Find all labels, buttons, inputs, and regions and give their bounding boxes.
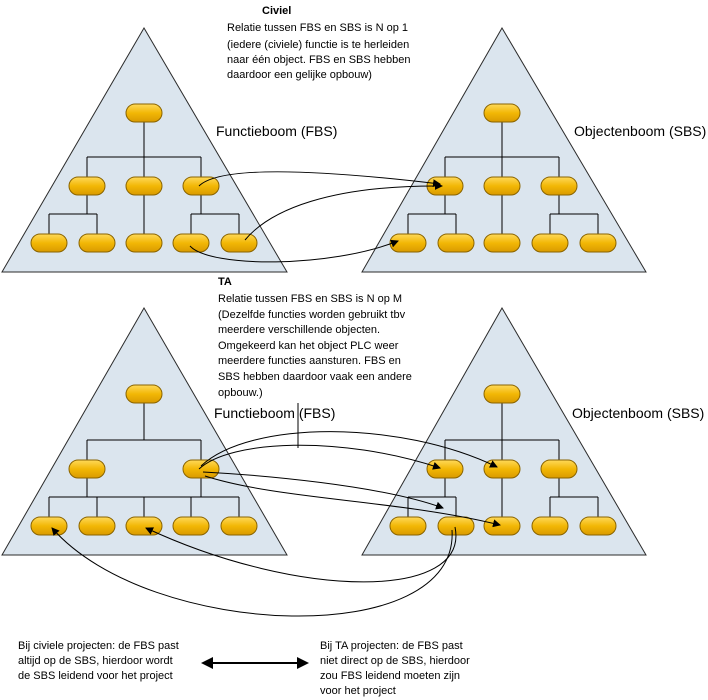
- node: [220, 233, 258, 253]
- node: [220, 516, 258, 536]
- node: [579, 233, 617, 253]
- node: [68, 459, 106, 479]
- civiel-fbs-connectors: [48, 122, 240, 234]
- ta-arrow-1: [198, 444, 441, 470]
- ta-fbs-label: Functieboom (FBS): [214, 405, 335, 421]
- node: [483, 176, 521, 196]
- ta-arrow-2: [200, 431, 498, 468]
- civiel-arrows: [189, 171, 443, 263]
- double-arrow: [201, 657, 309, 669]
- node: [483, 459, 521, 479]
- node: [483, 384, 521, 404]
- civiel-sbs-connectors: [407, 122, 599, 234]
- node: [30, 233, 68, 253]
- node: [78, 516, 116, 536]
- civiel-sbs-label: Objectenboom (SBS): [574, 123, 706, 139]
- civiel-arrow-2: [244, 181, 443, 241]
- node: [172, 233, 210, 253]
- node: [483, 516, 521, 536]
- civiel-arrow-1: [198, 171, 441, 188]
- node: [125, 176, 163, 196]
- bottom-right-note: Bij TA projecten: de FBS past niet direc…: [320, 640, 473, 697]
- node: [531, 233, 569, 253]
- ta-arrow-5: [145, 526, 457, 583]
- civiel-title: Civiel: [262, 5, 291, 17]
- ta-sbs-tree: [361, 306, 647, 556]
- civiel-sbs-tree: [361, 27, 647, 273]
- bottom-left-note: Bij civiele projecten: de FBS past altij…: [18, 640, 182, 682]
- node: [78, 233, 116, 253]
- ta-sbs-triangle: [361, 306, 647, 556]
- node: [579, 516, 617, 536]
- node: [125, 103, 163, 123]
- ta-sbs-label: Objectenboom (SBS): [572, 405, 704, 421]
- ta-sbs-connectors: [407, 403, 599, 517]
- ta-fbs-connectors: [48, 403, 240, 517]
- node: [30, 516, 68, 536]
- civiel-fbs-label: Functieboom (FBS): [216, 123, 337, 139]
- node: [68, 176, 106, 196]
- node: [182, 459, 220, 479]
- node: [483, 233, 521, 253]
- node: [182, 176, 220, 196]
- node: [389, 233, 427, 253]
- civiel-fbs-tree: [1, 27, 288, 273]
- node: [540, 176, 578, 196]
- civiel-sbs-triangle: [361, 27, 647, 273]
- ta-title: TA: [218, 276, 232, 288]
- ta-note: Relatie tussen FBS en SBS is N op M (Dez…: [218, 293, 415, 399]
- civiel-note: Relatie tussen FBS en SBS is N op 1 (ied…: [227, 22, 414, 81]
- node: [531, 516, 569, 536]
- node: [125, 384, 163, 404]
- civiel-arrow-3: [189, 239, 399, 263]
- node: [125, 233, 163, 253]
- node: [389, 516, 427, 536]
- node: [426, 459, 464, 479]
- ta-arrow-3: [202, 471, 444, 510]
- node: [437, 233, 475, 253]
- ta-arrow-4: [204, 475, 501, 528]
- node: [172, 516, 210, 536]
- node: [540, 459, 578, 479]
- node: [483, 103, 521, 123]
